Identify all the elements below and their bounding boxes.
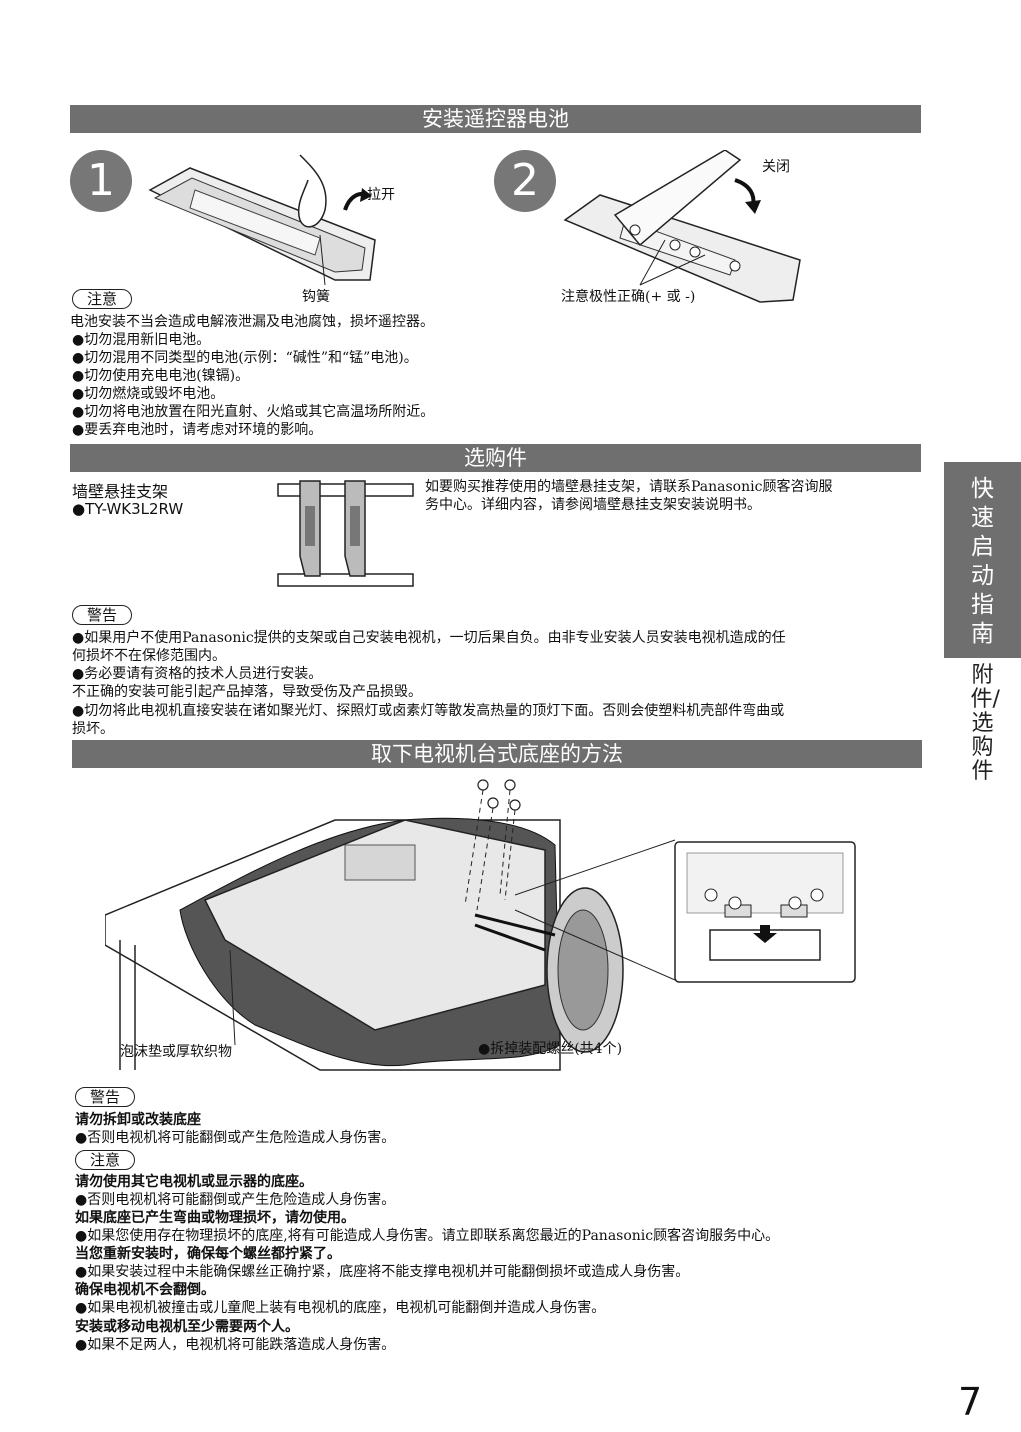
stand-removal-illustration: [105, 779, 856, 1071]
wall-bracket-desc-line2: 务中心。详细内容，请参阅墙壁悬挂支架安装说明书。: [425, 497, 761, 513]
step-one-badge: 1: [70, 150, 132, 212]
label-hook: 钩簧: [302, 289, 330, 305]
battery-caution-item: ●切勿混用新旧电池。: [72, 332, 211, 348]
battery-caution-item: ●切勿使用充电电池(镍镉)。: [72, 368, 250, 384]
side-tab-quick-start: 快速启动指南: [944, 462, 1021, 658]
stand-caution-item: ●如果您使用存在物理损坏的底座,将有可能造成人身伤害。请立即联系离您最近的Pan…: [75, 1228, 780, 1244]
wall-warning-line: 损坏。: [72, 721, 114, 737]
battery-caution-item: ●切勿燃烧或毁坏电池。: [72, 386, 225, 402]
label-polarity: 注意极性正确(+ 或 -): [561, 289, 696, 305]
stand-warning-heading: 请勿拆卸或改装底座: [75, 1112, 201, 1128]
side-tab-sub: 附件/选购件: [944, 664, 1021, 784]
side-tab-main-label: 快速启动指南: [971, 476, 994, 647]
battery-caution-item: ●切勿混用不同类型的电池(示例：“碱性”和“锰”电池)。: [72, 350, 418, 366]
side-tab-sub-label: 附件/选购件: [970, 663, 1000, 784]
wall-bracket-illustration: [277, 480, 414, 587]
battery-caution-intro: 电池安装不当会造成电解液泄漏及电池腐蚀，损坏遥控器。: [70, 314, 434, 330]
section-header-battery: 安装遥控器电池: [70, 105, 921, 133]
battery-caution-item: ●切勿将电池放置在阳光直射、火焰或其它高温场所附近。: [72, 404, 435, 420]
wall-bracket-model: ●TY-WK3L2RW: [72, 500, 184, 518]
remote-open-illustration: [148, 154, 376, 286]
caution-badge-battery: 注意: [72, 289, 133, 309]
remote-close-illustration: [563, 150, 801, 303]
label-pull-open: 拉开: [367, 187, 395, 203]
wall-warning-line: ●切勿将此电视机直接安装在诸如聚光灯、探照灯或卤素灯等散发高热量的顶灯下面。否则…: [72, 703, 785, 719]
warning-badge-wall: 警告: [72, 605, 133, 625]
stand-caution-heading: 确保电视机不会翻倒。: [75, 1282, 215, 1298]
caution-badge-stand: 注意: [75, 1150, 136, 1170]
wall-warning-line: 何损坏不在保修范围内。: [72, 648, 226, 664]
stand-caution-item: ●如果电视机被撞击或儿童爬上装有电视机的底座，电视机可能翻倒并造成人身伤害。: [75, 1300, 606, 1316]
stand-caution-heading: 请勿使用其它电视机或显示器的底座。: [75, 1174, 313, 1190]
stand-caution-item: ●如果安装过程中未能确保螺丝正确拧紧，底座将不能支撑电视机并可能翻倒损坏或造成人…: [75, 1264, 690, 1280]
section-header-remove-stand: 取下电视机台式底座的方法: [72, 740, 922, 768]
wall-warning-line: ●务必要请有资格的技术人员进行安装。: [72, 666, 323, 682]
stand-caution-item: ●否则电视机将可能翻倒或产生危险造成人身伤害。: [75, 1192, 396, 1208]
wall-bracket-desc-line1: 如要购买推荐使用的墙壁悬挂支架，请联系Panasonic顾客咨询服: [425, 479, 833, 495]
warning-badge-stand: 警告: [75, 1087, 136, 1107]
page-number: 7: [958, 1380, 983, 1424]
label-remove-screws: ●拆掉装配螺丝(共4个): [478, 1041, 623, 1057]
wall-warning-line: 不正确的安装可能引起产品掉落，导致受伤及产品损毁。: [72, 684, 422, 700]
stand-warning-item: ●否则电视机将可能翻倒或产生危险造成人身伤害。: [75, 1130, 396, 1146]
stand-caution-heading: 如果底座已产生弯曲或物理损坏，请勿使用。: [75, 1210, 355, 1226]
step-two-badge: 2: [494, 150, 556, 212]
stand-caution-heading: 安装或移动电视机至少需要两个人。: [75, 1319, 299, 1335]
wall-bracket-title: 墙壁悬挂支架: [72, 482, 169, 501]
battery-caution-item: ●要丢弃电池时，请考虑对环境的影响。: [72, 422, 323, 438]
section-header-options: 选购件: [70, 444, 921, 472]
wall-warning-line: ●如果用户不使用Panasonic提供的支架或自己安装电视机，一切后果自负。由非…: [72, 630, 786, 646]
label-close: 关闭: [762, 159, 790, 175]
stand-caution-item: ●如果不足两人，电视机将可能跌落造成人身伤害。: [75, 1337, 396, 1353]
stand-caution-heading: 当您重新安装时，确保每个螺丝都拧紧了。: [75, 1246, 341, 1262]
label-foam: 泡沫垫或厚软织物: [120, 1044, 232, 1060]
